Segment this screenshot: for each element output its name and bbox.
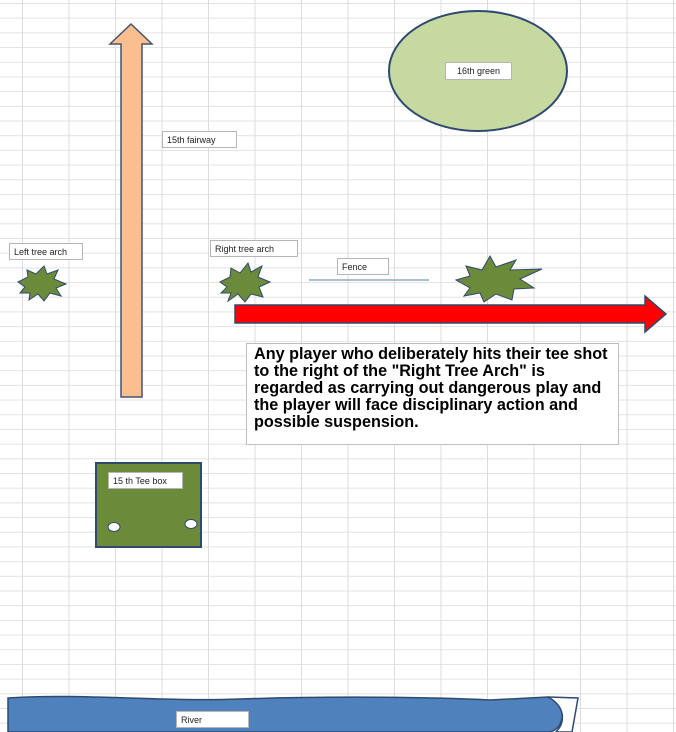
out-of-bounds-arrow <box>234 294 668 334</box>
right-tree-arch-label: Right tree arch <box>210 240 298 257</box>
left-tree-arch-label: Left tree arch <box>9 243 83 260</box>
fairway-label: 15th fairway <box>162 131 237 148</box>
tee-marker-right <box>184 519 198 529</box>
left-tree-arch-icon <box>17 265 68 302</box>
tee-box-label: 15 th Tee box <box>108 472 183 489</box>
fairway-arrow <box>108 22 154 398</box>
river-bank <box>547 696 579 732</box>
tee-marker-left <box>107 522 121 532</box>
right-tree-arch-icon <box>219 261 272 303</box>
green-label: 16th green <box>445 62 512 80</box>
fence-label: Fence <box>337 258 389 275</box>
river <box>7 695 564 732</box>
warning-notice: Any player who deliberately hits their t… <box>246 343 619 445</box>
river-label: River <box>176 711 249 728</box>
tree-icon <box>454 254 543 303</box>
